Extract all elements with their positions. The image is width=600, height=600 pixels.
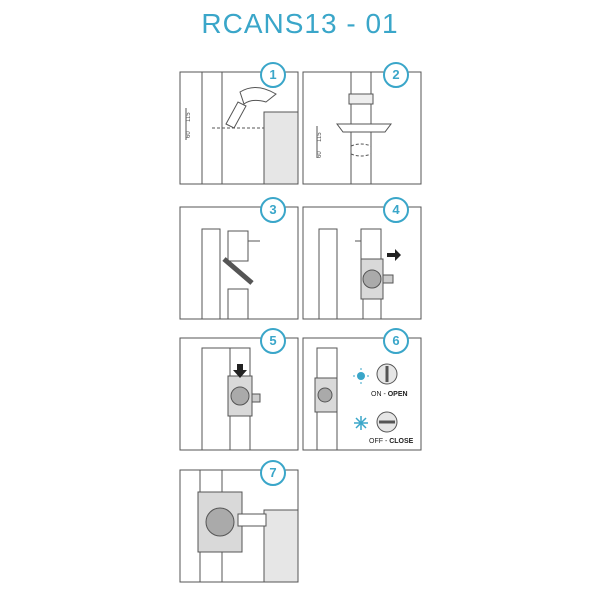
outlet-spout	[382, 274, 394, 284]
step-6-panel: ON - OPEN OFF - CLOSE 6	[302, 328, 422, 451]
upper-pipe	[360, 228, 382, 260]
dim-top: 115	[317, 132, 323, 142]
collector-knob	[362, 269, 382, 289]
collector-knob	[230, 386, 250, 406]
step-5-badge: 5	[260, 328, 286, 354]
step-5-illustration	[179, 337, 299, 451]
step-6-illustration: ON - OPEN OFF - CLOSE	[302, 337, 422, 451]
step-2-illustration: 115 60	[302, 71, 422, 185]
step-2-panel: 115 60 2	[302, 62, 422, 185]
water-tank	[263, 509, 299, 583]
collector-knob	[205, 507, 235, 537]
step-4-badge: 4	[383, 197, 409, 223]
step-1-illustration: 115 60	[179, 71, 299, 185]
step-7-panel: 7	[179, 460, 299, 583]
outlet-spout	[251, 393, 261, 403]
water-tank	[263, 111, 299, 185]
step-1-panel: 115 60 1	[179, 62, 299, 185]
dim-bottom: 60	[317, 151, 323, 158]
pencil-icon	[225, 101, 247, 129]
lower-pipe	[227, 288, 249, 320]
pipe-clamp	[348, 93, 374, 105]
saw-blade-icon	[222, 257, 254, 285]
wall-section	[201, 228, 221, 320]
step-3-illustration	[179, 206, 299, 320]
collector-knob	[317, 387, 333, 403]
snowflake-icon	[354, 416, 368, 430]
upper-pipe	[227, 230, 249, 262]
hand-icon	[239, 87, 277, 105]
page-title: RCANS13 - 01	[201, 8, 399, 39]
off-label: OFF - CLOSE	[369, 438, 414, 445]
lower-pipe	[229, 415, 251, 451]
step-4-illustration	[302, 206, 422, 320]
sun-icon	[353, 368, 369, 384]
cutting-guide	[336, 123, 392, 133]
step-1-badge: 1	[260, 62, 286, 88]
step-7-badge: 7	[260, 460, 286, 486]
arrow-down-icon	[233, 364, 247, 378]
step-4-panel: 4	[302, 197, 422, 320]
dim-top: 115	[186, 112, 192, 122]
step-2-badge: 2	[383, 62, 409, 88]
lower-pipe	[362, 298, 382, 320]
panel-frame	[302, 337, 422, 451]
arrow-right-icon	[387, 249, 401, 261]
panel-frame	[302, 206, 422, 320]
step-7-illustration	[179, 469, 299, 583]
on-label: ON - OPEN	[371, 391, 408, 398]
cut-section	[350, 143, 372, 157]
step-6-badge: 6	[383, 328, 409, 354]
dim-bottom: 60	[186, 131, 192, 138]
wall-section	[318, 228, 338, 320]
step-3-badge: 3	[260, 197, 286, 223]
step-5-panel: 5	[179, 328, 299, 451]
step-3-panel: 3	[179, 197, 299, 320]
connecting-hose	[237, 513, 267, 527]
